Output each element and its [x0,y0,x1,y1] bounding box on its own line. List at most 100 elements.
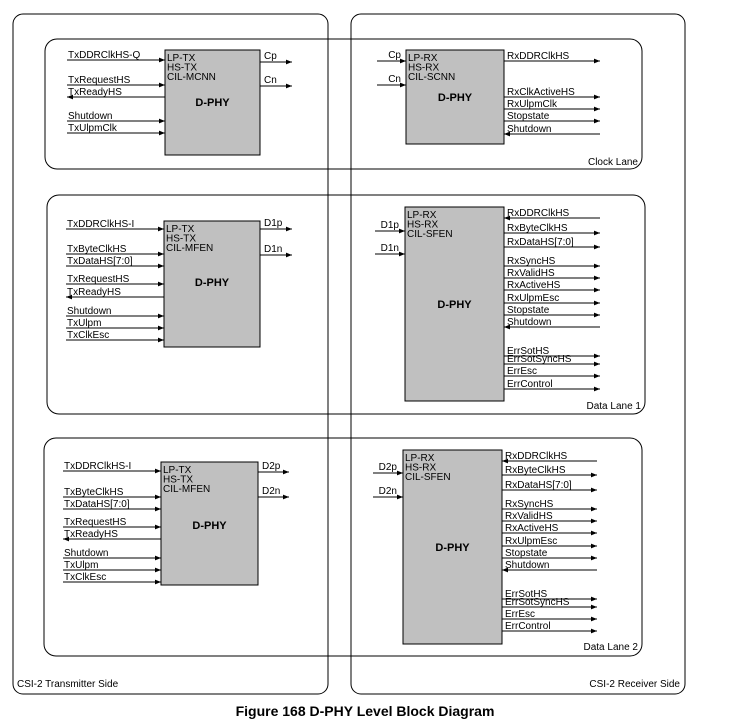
transmitter-side-label: CSI-2 Transmitter Side [17,679,119,690]
tx-data1-header-line: LP-TX [166,224,195,235]
signal-label: TxByteClkHS [64,487,124,498]
signal-label: ErrEsc [505,609,535,620]
rx-data2-block [402,449,503,645]
signal-label: Shutdown [507,317,551,328]
signal-label: TxRequestHS [64,517,127,528]
tx-data1-title: D-PHY [195,277,230,289]
signal-label: RxDataHS[7:0] [505,480,572,491]
signal-label: TxDataHS[7:0] [64,499,130,510]
signal-label: ErrEsc [507,366,537,377]
clock-lane-label: Clock Lane [588,157,638,168]
data-lane-1-frame [46,194,646,415]
signal-label: RxDataHS[7:0] [507,237,574,248]
rx-clock-block [405,49,505,145]
signal-label: TxClkEsc [67,330,109,341]
rx-data2-header-line: LP-RX [405,453,435,464]
signal-label: ErrControl [505,621,551,632]
signal-label: RxDDRClkHS [507,51,570,62]
signal-label: Shutdown [505,560,549,571]
tx-data2-header-line: LP-TX [163,465,192,476]
signal-label: RxSyncHS [505,499,554,510]
tx-data1-header-line: CIL-MFEN [166,243,213,254]
signal-label: TxUlpm [67,318,101,329]
signal-label: TxDDRClkHS-Q [68,50,140,61]
rx-data1-title: D-PHY [437,299,472,311]
rx-data1-header-line: LP-RX [407,210,437,221]
rx-clock-header-line: LP-RX [408,53,438,64]
signal-label: ErrSotHS [507,346,550,357]
signal-label: TxReadyHS [64,529,118,540]
signal-label: RxDDRClkHS [505,451,568,462]
rx-clock-title: D-PHY [438,92,473,104]
data-lane-2-label: Data Lane 2 [584,642,639,653]
clock-lane-frame [44,38,643,170]
signal-label: RxActiveHS [507,280,561,291]
signal-label: RxUlpmClk [507,99,558,110]
signal-label: TxReadyHS [68,87,122,98]
signal-label: D1p [381,220,400,231]
tx-data2-header-line: HS-TX [163,475,193,486]
signal-label: RxActiveHS [505,523,559,534]
tx-data2-block [160,461,259,586]
rx-data1-header-line: CIL-SFEN [407,229,453,240]
rx-data2-title: D-PHY [435,542,470,554]
signal-label: RxValidHS [507,268,555,279]
tx-clock-header-line: LP-TX [167,53,196,64]
signal-label: D2n [379,486,397,497]
signal-label: Shutdown [68,111,112,122]
tx-clock-title: D-PHY [195,97,230,109]
signal-label: TxDDRClkHS-I [67,219,134,230]
tx-data2-title: D-PHY [192,520,227,532]
signal-label: ErrSotSyncHS [507,354,572,365]
signal-label: TxByteClkHS [67,244,127,255]
tx-clock-header-line: CIL-MCNN [167,72,216,83]
rx-clock-header-line: CIL-SCNN [408,72,455,83]
tx-data1-header-line: HS-TX [166,234,196,245]
rx-clock-header-line: HS-RX [408,63,439,74]
signal-label: Cp [264,51,277,62]
rx-data2-header-line: HS-RX [405,463,436,474]
signal-label: Shutdown [67,306,111,317]
signal-label: D1n [381,243,399,254]
signal-label: TxClkEsc [64,572,106,583]
signal-label: ErrControl [507,379,553,390]
signal-label: RxSyncHS [507,256,556,267]
signal-label: Stopstate [507,111,550,122]
tx-clock-header-line: HS-TX [167,63,197,74]
dphy-block-diagram: CSI-2 Transmitter Side CSI-2 Receiver Si… [12,13,686,695]
signal-label: D2p [379,462,398,473]
signal-label: D2p [262,461,281,472]
signal-label: RxValidHS [505,511,553,522]
signal-label: Stopstate [507,305,550,316]
signal-label: RxByteClkHS [505,465,566,476]
signal-label: RxByteClkHS [507,223,568,234]
signal-label: TxRequestHS [68,75,131,86]
data-lane-1-label: Data Lane 1 [587,401,642,412]
rx-data2-header-line: CIL-SFEN [405,472,451,483]
signal-label: ErrSotSyncHS [505,597,570,608]
signal-label: Shutdown [64,548,108,559]
signal-label: TxRequestHS [67,274,130,285]
signal-label: RxClkActiveHS [507,87,575,98]
signal-label: TxUlpmClk [68,123,118,134]
signal-label: Cp [388,50,401,61]
signal-label: TxDataHS[7:0] [67,256,133,267]
rx-data1-header-line: HS-RX [407,220,438,231]
receiver-side-label: CSI-2 Receiver Side [589,679,680,690]
signal-label: D2n [262,486,280,497]
signal-label: Cn [264,75,277,86]
transmitter-side-frame [12,13,329,695]
data-lane-2-frame [43,437,643,657]
signal-label: RxUlpmEsc [505,536,557,547]
signal-label: D1n [264,244,282,255]
tx-data2-header-line: CIL-MFEN [163,484,210,495]
rx-data1-block [404,206,505,402]
dphy-blocks: LP-TXHS-TXCIL-MCNND-PHYTxDDRClkHS-QTxReq… [63,49,600,645]
signal-label: Cn [388,74,401,85]
signal-label: RxDDRClkHS [507,208,570,219]
tx-data1-block [163,220,261,348]
tx-clock-block [164,49,261,156]
signal-label: TxDDRClkHS-I [64,461,131,472]
signal-label: TxUlpm [64,560,98,571]
signal-label: ErrSotHS [505,589,548,600]
